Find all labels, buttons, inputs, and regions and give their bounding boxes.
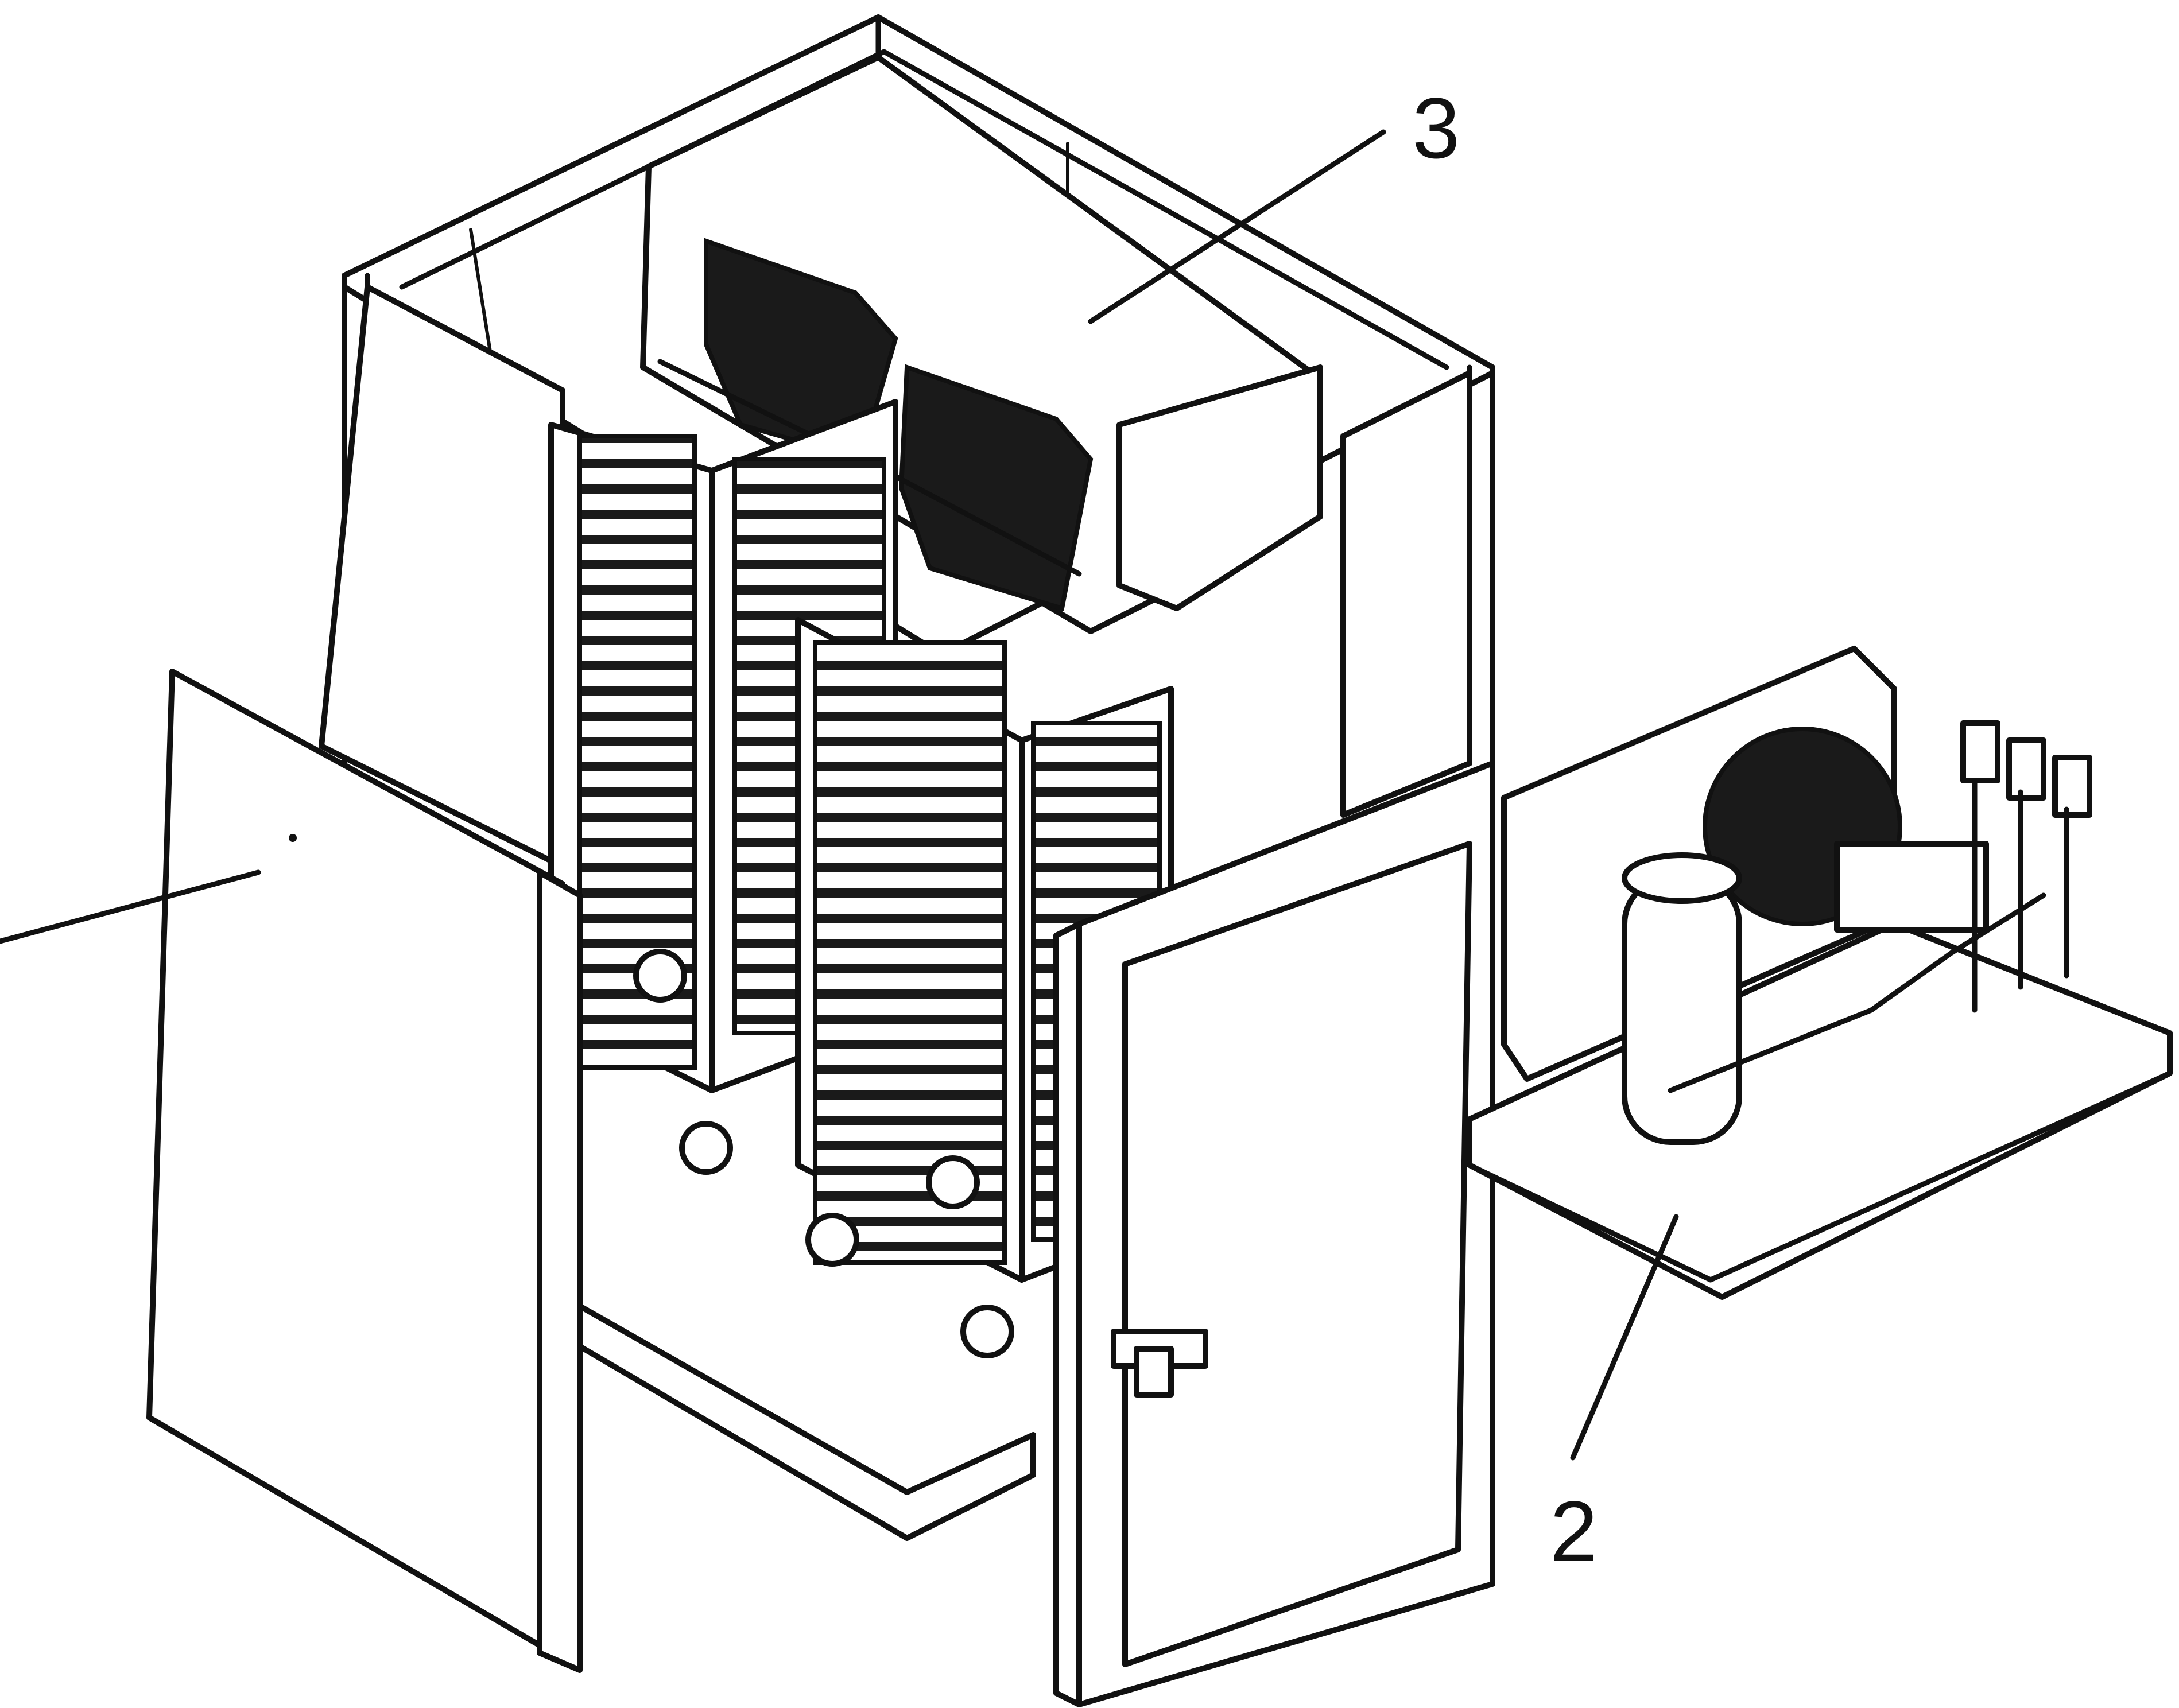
callout-condensing-unit: 2 (1550, 1214, 1679, 1579)
left-door[interactable] (146, 669, 583, 1673)
evaporator-unit (640, 55, 1323, 634)
compressor (1622, 875, 1742, 1145)
condensing-unit-callout-label: 2 (1550, 1483, 1598, 1579)
right-door[interactable] (1053, 760, 1495, 1707)
callout-evaporator: 3 (1088, 80, 1460, 324)
condensing-unit (1467, 646, 2173, 1300)
evaporator-callout-label: 3 (1412, 80, 1460, 176)
callout-door (0, 869, 261, 944)
